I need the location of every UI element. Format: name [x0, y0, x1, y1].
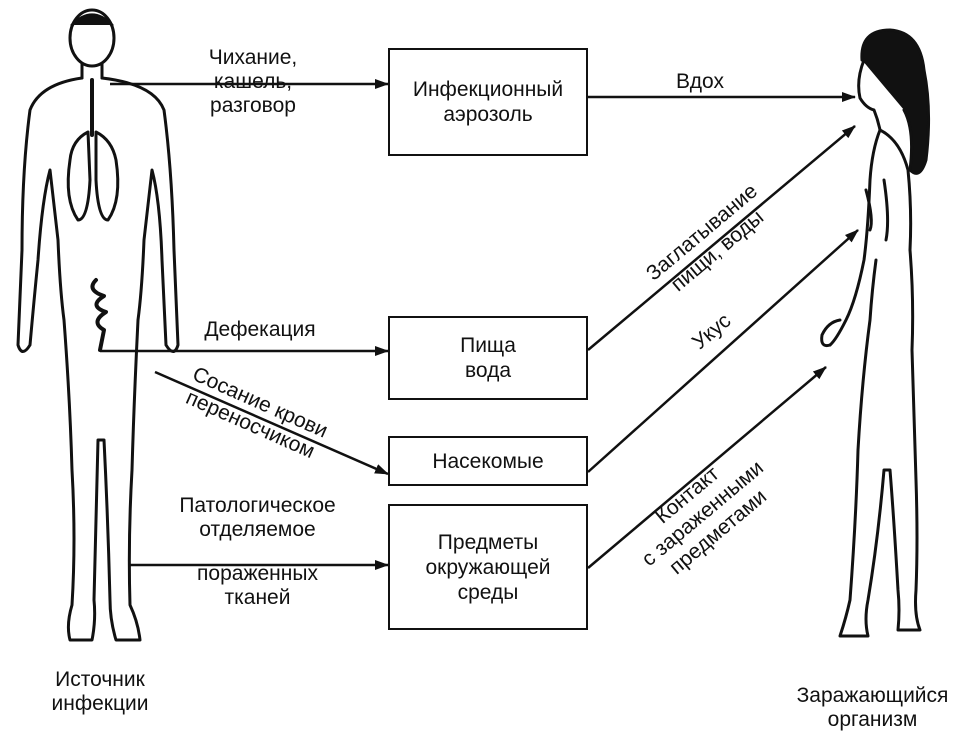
box-environment-objects: Предметы окружающей среды — [388, 504, 588, 630]
caption-target-line2: организм — [790, 708, 955, 732]
box-objects-line2: окружающей — [426, 555, 551, 580]
caption-source-of-infection: Источник инфекции — [40, 668, 160, 716]
label-sneeze-cough-speech: Чихание, кашель, разговор — [188, 46, 318, 118]
box-food-line2: вода — [465, 358, 511, 383]
label-sneeze-line2: кашель, — [188, 70, 318, 94]
label-defecation: Дефекация — [180, 318, 340, 342]
box-objects-line3: среды — [458, 580, 519, 605]
caption-source-line2: инфекции — [40, 692, 160, 716]
source-person-icon — [18, 10, 178, 640]
caption-source-line1: Источник — [40, 668, 160, 692]
box-food-line1: Пища — [460, 333, 516, 358]
box-aerosol-line2: аэрозоль — [443, 102, 532, 127]
box-insects: Насекомые — [388, 436, 588, 486]
label-pathological-line3: пораженных — [170, 562, 345, 586]
box-infectious-aerosol: Инфекционный аэрозоль — [388, 48, 588, 156]
target-person-icon — [822, 30, 929, 636]
box-insects-line1: Насекомые — [432, 449, 543, 474]
label-inhale: Вдох — [650, 70, 750, 94]
label-pathological-discharge: Патологическое отделяемое пораженных тка… — [170, 494, 345, 610]
caption-infected-organism: Заражающийся организм — [790, 684, 955, 732]
caption-target-line1: Заражающийся — [790, 684, 955, 708]
label-pathological-line4: тканей — [170, 586, 345, 610]
box-food-water: Пища вода — [388, 316, 588, 400]
label-sneeze-line1: Чихание, — [188, 46, 318, 70]
arrow-insects-to-target — [588, 230, 858, 472]
box-aerosol-line1: Инфекционный — [413, 77, 563, 102]
label-pathological-line1: Патологическое — [170, 494, 345, 518]
label-pathological-line2: отделяемое — [170, 518, 345, 542]
label-sneeze-line3: разговор — [188, 94, 318, 118]
box-objects-line1: Предметы — [438, 530, 538, 555]
